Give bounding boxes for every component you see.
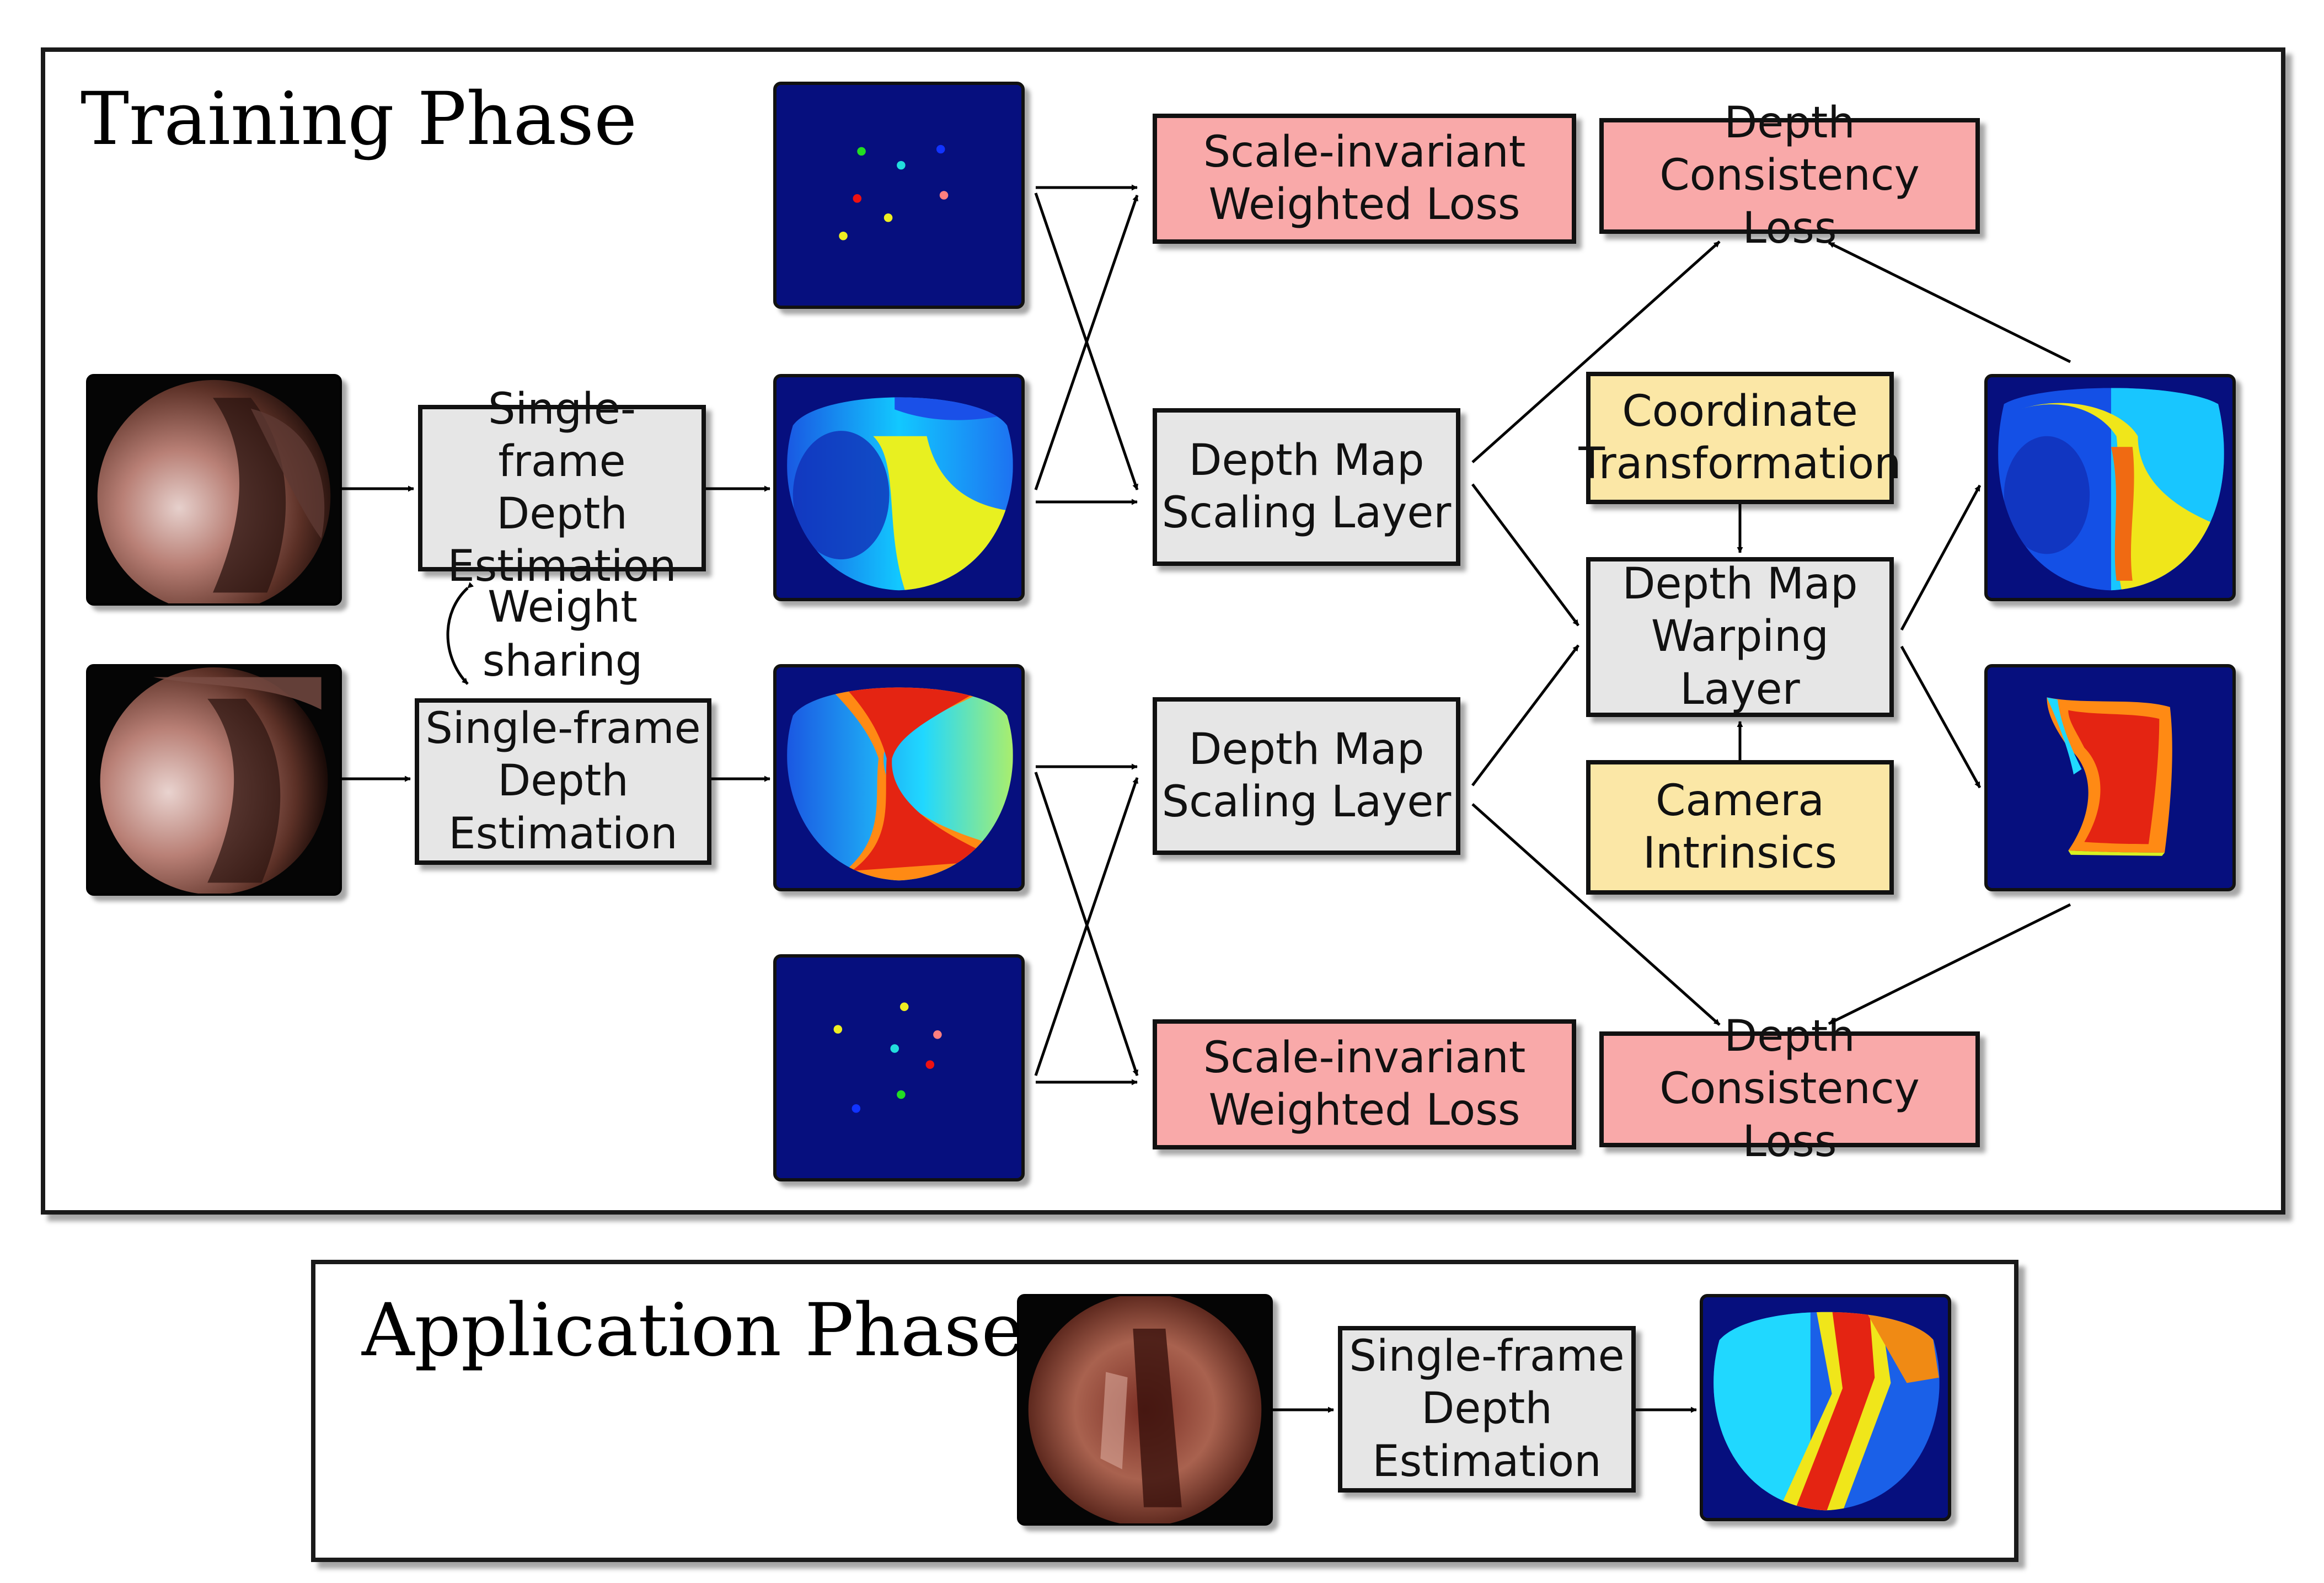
scale-invariant-loss-box-bottom: Scale-invariant Weighted Loss	[1153, 1019, 1576, 1149]
depth-estimation-box-bottom: Single-frame Depth Estimation	[415, 698, 711, 865]
application-input-frame-image	[1017, 1294, 1273, 1526]
warping-layer-box: Depth Map Warping Layer	[1586, 557, 1894, 717]
depth-estimation-box-top: Single-frame Depth Estimation	[418, 384, 706, 591]
application-depth-estimation-box: Single-frame Depth Estimation	[1338, 1326, 1636, 1493]
depth-consistency-loss-box-bottom: Depth Consistency Loss	[1599, 1012, 1980, 1167]
sparse-points-bottom-image	[773, 954, 1025, 1181]
coordinate-transformation-box: Coordinate Transformation	[1578, 372, 1902, 504]
weight-sharing-label: Weight sharing	[482, 582, 643, 687]
sparse-points-top-image	[773, 82, 1025, 309]
training-phase-title: Training Phase	[81, 77, 638, 162]
depth-consistency-loss-box-top: Depth Consistency Loss	[1599, 98, 1980, 253]
input-frame-top-image	[86, 374, 342, 606]
depth-map-top-image	[773, 374, 1025, 601]
warped-depth-top-image	[1984, 374, 2236, 601]
warped-depth-bottom-image	[1984, 664, 2236, 891]
application-phase-title: Application Phase	[362, 1288, 1025, 1373]
application-depth-map-image	[1700, 1294, 1951, 1521]
depth-map-bottom-image	[773, 664, 1025, 891]
camera-intrinsics-box: Camera Intrinsics	[1586, 760, 1894, 895]
scale-invariant-loss-box-top: Scale-invariant Weighted Loss	[1153, 114, 1576, 244]
scaling-layer-box-bottom: Depth Map Scaling Layer	[1153, 697, 1460, 855]
scaling-layer-box-top: Depth Map Scaling Layer	[1153, 408, 1460, 566]
input-frame-bottom-image	[86, 664, 342, 896]
